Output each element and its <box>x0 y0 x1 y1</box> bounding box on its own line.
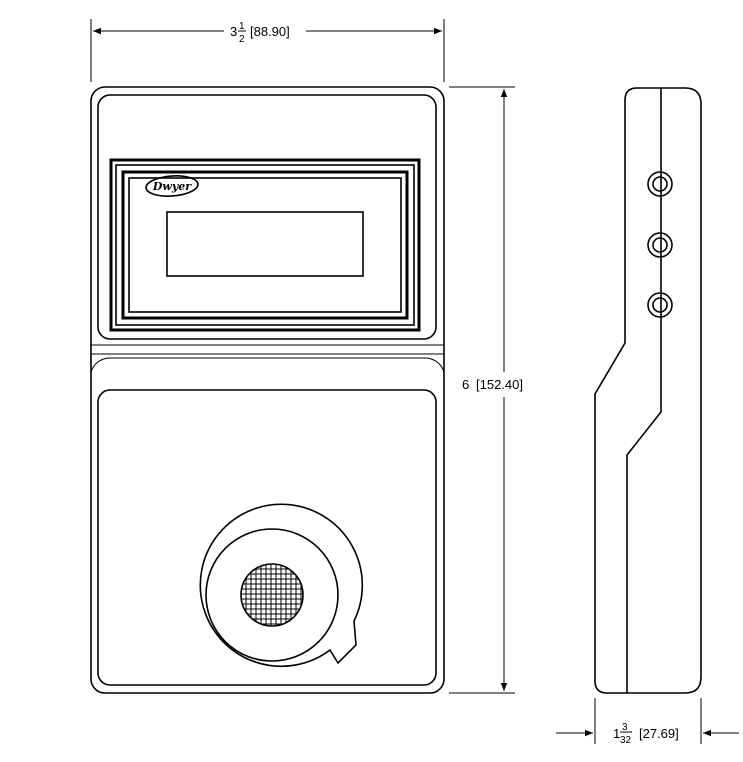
lcd-window <box>166 211 364 277</box>
housing-outline <box>90 86 445 694</box>
width-numerator: 1 <box>239 21 245 32</box>
front-view: Dwyer <box>90 86 445 694</box>
depth-numerator: 3 <box>622 722 628 733</box>
side-view <box>594 87 702 694</box>
depth-metric: [27.69] <box>639 726 679 741</box>
side-profile-outline <box>594 87 702 694</box>
height-label: 6 <box>462 377 469 392</box>
side-seam <box>626 88 662 693</box>
lower-panel <box>97 389 437 686</box>
width-dimension: 3 1 2 [88.90] <box>90 19 445 82</box>
width-denominator: 2 <box>239 34 245 45</box>
width-metric: [88.90] <box>250 24 290 39</box>
depth-dimension: 1 3 32 [27.69] <box>556 698 739 746</box>
upper-panel <box>97 94 437 340</box>
side-port-2 <box>647 232 673 258</box>
height-metric: [152.40] <box>476 377 523 392</box>
brand-logo-text: Dwyer <box>152 180 192 193</box>
brand-logo: Dwyer <box>145 175 199 197</box>
depth-whole: 1 <box>613 726 620 741</box>
side-port-1 <box>647 171 673 197</box>
display-bezel <box>109 158 421 332</box>
sensor-icon <box>199 503 364 668</box>
depth-denominator: 32 <box>620 735 632 746</box>
height-dimension: 6 [152.40] <box>449 86 523 694</box>
side-port-3 <box>647 292 673 318</box>
width-whole: 3 <box>230 24 237 39</box>
